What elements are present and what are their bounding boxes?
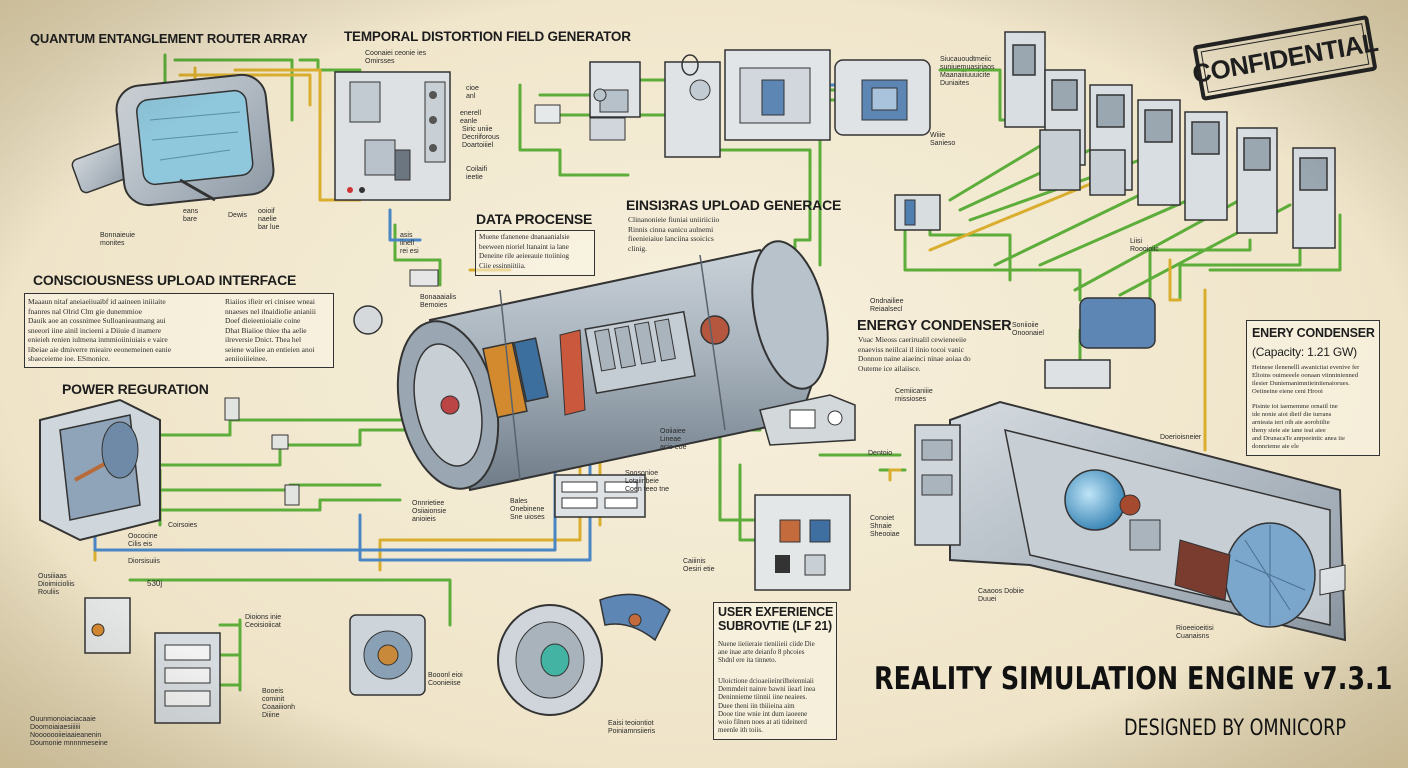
consciousness-notes-box xyxy=(24,293,334,368)
heading-consciousness-upload: CONSCIOUSNESS UPLOAD INTERFACE xyxy=(33,272,297,288)
callout-c3: Onnrietiee Osiiaionsie anioieis xyxy=(412,500,447,523)
callout-q-left: Bonnaieuie monites xyxy=(100,232,136,247)
heading-temporal-generator: TEMPORAL DISTORTION FIELD GENERATOR xyxy=(344,29,631,44)
callout-bottle: Bonaaaialis Bemoies xyxy=(420,294,457,309)
callout-r-bot4: Caaoos Dobiie Duuei xyxy=(978,588,1024,603)
user-experience-note-2: Uloictione dcioaeiieinrilheienniaii Demm… xyxy=(718,677,816,735)
callout-hub-r: Ondnailiee Reiaalsecl xyxy=(870,298,904,313)
callout-b2: Booonl eioi Coonieiise xyxy=(428,672,463,687)
heading-enery-condenser: ENERY CONDENSER xyxy=(1252,326,1375,340)
heading-einsteras-upload: EINSI3RAS UPLOAD GENERACE xyxy=(626,197,842,213)
consciousness-note-right: Riaiios ifieir eri cinisee wneai nnaeses… xyxy=(225,297,317,363)
callout-t-b1: asis iinell rei esi xyxy=(400,232,419,255)
callout-b3: Booeis cominit Coaaiiionh Diiine xyxy=(262,688,296,719)
callout-p3: Diorsisuiis xyxy=(128,558,160,565)
callout-c2: Soosonioe Lotaiinbeie Coen teeo tne xyxy=(625,470,669,493)
callout-hub-r2: Soniioiie Onoonaiel xyxy=(1012,322,1044,337)
callout-p2: Oococine Cilis eis xyxy=(128,533,158,548)
callout-q-mid3: ooioif naelie bar lue xyxy=(258,208,280,231)
callout-r-bot3: Doerioisneier xyxy=(1160,434,1202,441)
callout-r-bot2: Conoiet Shnaie Sheooiae xyxy=(870,515,900,538)
heading-data-process: DATA PROCENSE xyxy=(476,211,593,227)
engine-title: REALITY SIMULATION ENGINE v7.3.1 xyxy=(874,661,1393,697)
callout-p4: Ousiiiaas Dioimicioliis Rouliis xyxy=(38,573,75,596)
callout-r-bot5: Rioeeioeitisi Cuanaisns xyxy=(1176,625,1214,640)
callout-q-mid2: Dewis xyxy=(228,212,248,219)
heading-user-experience: USER EXFERIENCE SUBROVTIE (LF 21) xyxy=(718,605,834,633)
callout-q-mid1: eans bare xyxy=(183,208,199,223)
callout-t-r2: enerell eanle xyxy=(460,110,482,125)
callout-t-r1: cioe anl xyxy=(466,85,479,100)
capacity-box xyxy=(1246,320,1380,456)
callout-p5: 530j xyxy=(147,579,163,588)
callout-c4: Bales Onebinene Sne uioses xyxy=(510,498,545,521)
callout-r-top1: Siucauoudtmeiic suniuemuasiriaos Maanaii… xyxy=(940,56,995,87)
einsteras-note: Clinanonieie fiuniai uniiriiciio Rinnis … xyxy=(628,215,720,253)
heading-energy-condenser: ENERGY CONDENSER xyxy=(857,318,1012,334)
callout-bl-corner: Ouunmonoiaciacaaie Doomoiaiaesiiiiii Noo… xyxy=(30,716,108,747)
callout-t-r4: Coilaifi ieetie xyxy=(466,166,488,181)
user-experience-note-1: Nuene iieiieraie tieniiieii ciide Die an… xyxy=(718,640,815,665)
callout-turbine: Eaisi teoiontiot Poiniamnsiieris xyxy=(608,720,656,735)
callout-hand: Caiiinis Oesiri etie xyxy=(683,558,715,573)
callout-t-r3: Siric uniie Decriiforous Doartoiiiel xyxy=(462,126,500,149)
consciousness-note-left: Maaaun nitaf aneiaeiiuaibf id aaineen in… xyxy=(28,297,172,363)
callout-c1: Ooiiaiee Lineae acie eoe xyxy=(660,428,687,451)
energy-condenser-note: Vuac Mieoss caerirualil cewieneeiie enae… xyxy=(858,335,971,373)
callout-r-top2: Wiiie Sanieso xyxy=(930,132,956,147)
callout-r-bot1: Dentoio xyxy=(868,450,893,457)
engine-subtitle: DESIGNED BY OMNICORP xyxy=(1124,716,1346,741)
callout-gear-r: Liisi Roooioiic xyxy=(1130,238,1159,253)
capacity-note-2: Pisinte ioi iaememme ornaiil ine ide non… xyxy=(1252,403,1345,450)
callout-b1: Dioions inie Ceoisioiicat xyxy=(245,614,282,629)
callout-mid-dev: Cemiicaniiie rnissioses xyxy=(895,388,933,403)
capacity-label: (Capacity: 1.21 GW) xyxy=(1252,345,1357,359)
heading-quantum-router: QUANTUM ENTANGLEMENT ROUTER ARRAY xyxy=(30,31,308,46)
heading-power-regulation: POWER REGURATION xyxy=(62,381,209,397)
user-experience-box xyxy=(713,602,837,740)
callout-p1: Coirsoies xyxy=(168,522,198,529)
data-process-box xyxy=(475,230,595,276)
capacity-note: Heinese ilenenelll awaniciiai evenive fe… xyxy=(1252,364,1360,395)
data-process-note: Muene tfanenene dnanaanialsie beeween ni… xyxy=(479,233,570,270)
callout-t-top: Coonaiei ceonie ies Omirsses xyxy=(365,50,427,65)
